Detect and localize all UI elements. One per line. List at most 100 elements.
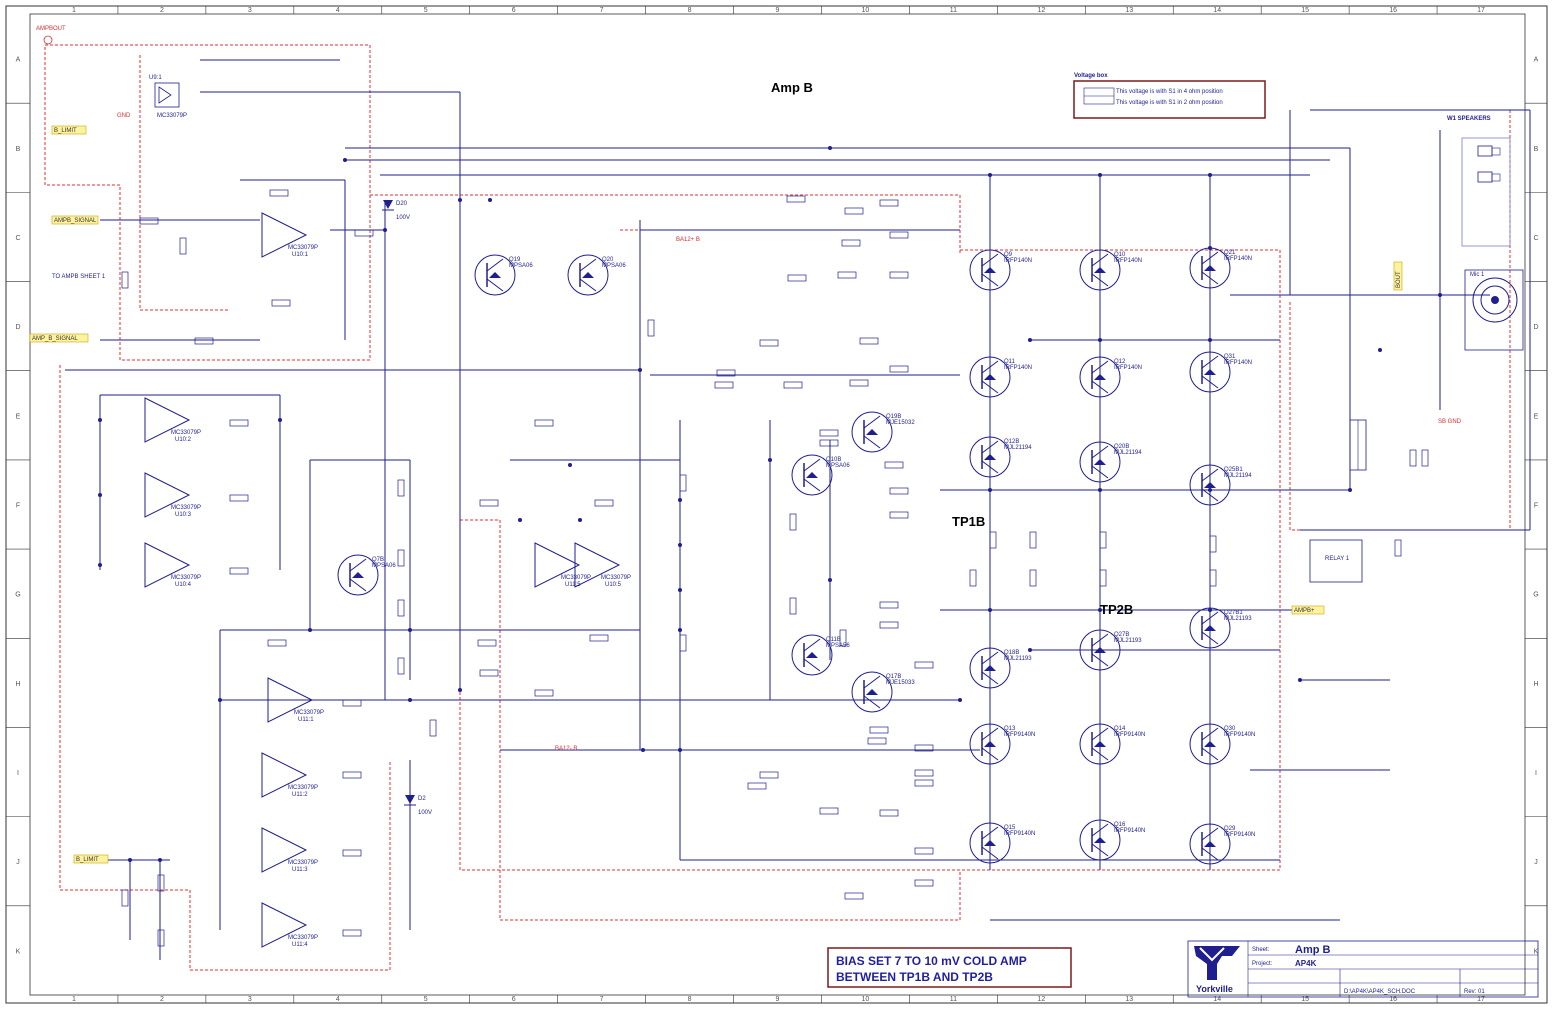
grid-row-label: E bbox=[16, 413, 21, 420]
transistor-symbol bbox=[1189, 823, 1231, 865]
bias-note-line2: BETWEEN TP1B AND TP2B bbox=[836, 970, 993, 984]
component-part: MJL21194 bbox=[1224, 473, 1252, 479]
grid-column-label: 6 bbox=[512, 7, 516, 14]
transistor-symbol bbox=[1189, 464, 1231, 506]
brand-name: Yorkville bbox=[1196, 984, 1233, 994]
transistor-symbol bbox=[969, 249, 1011, 291]
component-part: MC33079P bbox=[288, 935, 318, 941]
component-part: MJL21193 bbox=[1224, 616, 1252, 622]
grid-column-label: 8 bbox=[688, 996, 692, 1003]
component-ref: U11:4 bbox=[292, 942, 308, 948]
component-part: MJE15033 bbox=[886, 680, 915, 686]
component-ref: Q30 bbox=[1224, 726, 1236, 732]
grid-column-label: 11 bbox=[950, 7, 957, 14]
op-amp-symbol bbox=[534, 542, 581, 588]
component-part: MC33079P bbox=[561, 575, 591, 581]
mic-ref: Mic 1 bbox=[1470, 272, 1485, 278]
component-ref: Q11B bbox=[826, 637, 841, 643]
component-part: MC33079P bbox=[157, 113, 187, 119]
component-ref: Q17B bbox=[886, 674, 901, 680]
net-bout: BOUT bbox=[1393, 261, 1403, 291]
test-point-tp2b: TP2B bbox=[1100, 602, 1133, 617]
op-amp-symbol bbox=[261, 902, 308, 948]
component-part: MC33079P bbox=[288, 860, 318, 866]
component-part: IRFP140N bbox=[1114, 365, 1142, 371]
op-amps bbox=[144, 82, 621, 948]
svg-text:AMPB_SIGNAL: AMPB_SIGNAL bbox=[54, 218, 97, 224]
project-name: AP4K bbox=[1295, 959, 1317, 968]
net-to-ampb-sheet: TO AMPB SHEET 1 bbox=[52, 274, 106, 280]
voltage-box-line1: This voltage is with S1 in 4 ohm positio… bbox=[1116, 89, 1223, 95]
relay: RELAY 1 bbox=[1309, 419, 1367, 583]
grid-row-label: F bbox=[1534, 503, 1538, 510]
mic-connector: Mic 1 bbox=[1464, 269, 1524, 351]
grid-column-label: 1 bbox=[72, 7, 76, 14]
bias-note-line1: BIAS SET 7 TO 10 mV COLD AMP bbox=[836, 954, 1027, 968]
net-ampb-plus: AMPB+ bbox=[1291, 605, 1325, 615]
grid-column-label: 3 bbox=[248, 996, 252, 1003]
grid-row-label: E bbox=[1534, 413, 1539, 420]
transistor-symbol bbox=[1189, 723, 1231, 765]
component-part: MC33079P bbox=[288, 785, 318, 791]
component-ref: Q20 bbox=[602, 257, 614, 263]
grid-row-label: G bbox=[15, 592, 20, 599]
wiring bbox=[65, 59, 1531, 960]
component-part: MJL21193 bbox=[1004, 656, 1032, 662]
transistor-symbol bbox=[1079, 441, 1121, 483]
grid-row-label: J bbox=[1534, 859, 1538, 866]
grid-row-label: H bbox=[15, 681, 20, 688]
grid-column-label: 14 bbox=[1213, 996, 1221, 1003]
component-ref: Q7B bbox=[372, 557, 384, 563]
component-part: MJL21194 bbox=[1004, 445, 1032, 451]
transistor-symbol bbox=[1079, 723, 1121, 765]
grid-column-label: 15 bbox=[1301, 996, 1309, 1003]
transistor-symbol bbox=[1079, 356, 1121, 398]
component-ref: Q29 bbox=[1224, 826, 1236, 832]
transistor-symbol bbox=[969, 822, 1011, 864]
diode-symbol bbox=[405, 795, 415, 804]
component-ref: Q9 bbox=[1004, 252, 1013, 258]
ic-symbol bbox=[154, 82, 180, 108]
transistor-symbol bbox=[1079, 249, 1121, 291]
component-part: MC33079P bbox=[171, 575, 201, 581]
speaker-connector: W1 SPEAKERS bbox=[1447, 116, 1511, 247]
svg-text:B_LIMIT: B_LIMIT bbox=[76, 857, 99, 863]
component-ref: U11:5 bbox=[565, 582, 581, 588]
grid-row-label: I bbox=[1535, 770, 1537, 777]
svg-text:BOUT: BOUT bbox=[1396, 271, 1402, 288]
grid-column-label: 8 bbox=[688, 7, 692, 14]
component-ref: U10:3 bbox=[175, 512, 192, 518]
sheet-name-label: Sheet: bbox=[1252, 947, 1270, 953]
relay-ref: RELAY 1 bbox=[1325, 556, 1350, 562]
grid-column-label: 3 bbox=[248, 7, 252, 14]
grid-row-label: G bbox=[1533, 592, 1538, 599]
svg-text:AMPB+: AMPB+ bbox=[1294, 608, 1315, 614]
transistor-symbol bbox=[1189, 351, 1231, 393]
grid-column-label: 1 bbox=[72, 996, 76, 1003]
grid-column-label: 9 bbox=[776, 996, 780, 1003]
net-ampbout: AMPBOUT bbox=[36, 26, 66, 32]
component-part: MC33079P bbox=[288, 245, 318, 251]
net-ba12-top: BA12+ B bbox=[676, 237, 700, 243]
component-ref: U10:2 bbox=[175, 437, 192, 443]
component-part: MC33079P bbox=[171, 505, 201, 511]
transistor-symbol bbox=[969, 723, 1011, 765]
component-ref: U10:1 bbox=[292, 252, 309, 258]
component-ref: Q31 bbox=[1224, 354, 1236, 360]
component-ref: Q19B bbox=[886, 414, 901, 420]
grid-row-label: D bbox=[15, 324, 20, 331]
op-amp-symbol bbox=[261, 827, 308, 873]
component-ref: D20 bbox=[396, 201, 408, 207]
component-part: MC33079P bbox=[294, 710, 324, 716]
op-amp-symbol bbox=[261, 212, 308, 258]
op-amp-symbol bbox=[144, 397, 191, 443]
component-ref: Q16 bbox=[1114, 822, 1126, 828]
transistor-symbol bbox=[851, 671, 893, 713]
grid-column-label: 9 bbox=[776, 7, 780, 14]
net-ba12-bottom: BA12- B bbox=[555, 746, 577, 752]
component-ref: Q10 bbox=[1114, 252, 1126, 258]
component-ref: U11:1 bbox=[298, 717, 314, 723]
grid-row-label: C bbox=[1533, 235, 1538, 242]
sheet-frame bbox=[5, 5, 1548, 1004]
junctions bbox=[98, 146, 1442, 862]
